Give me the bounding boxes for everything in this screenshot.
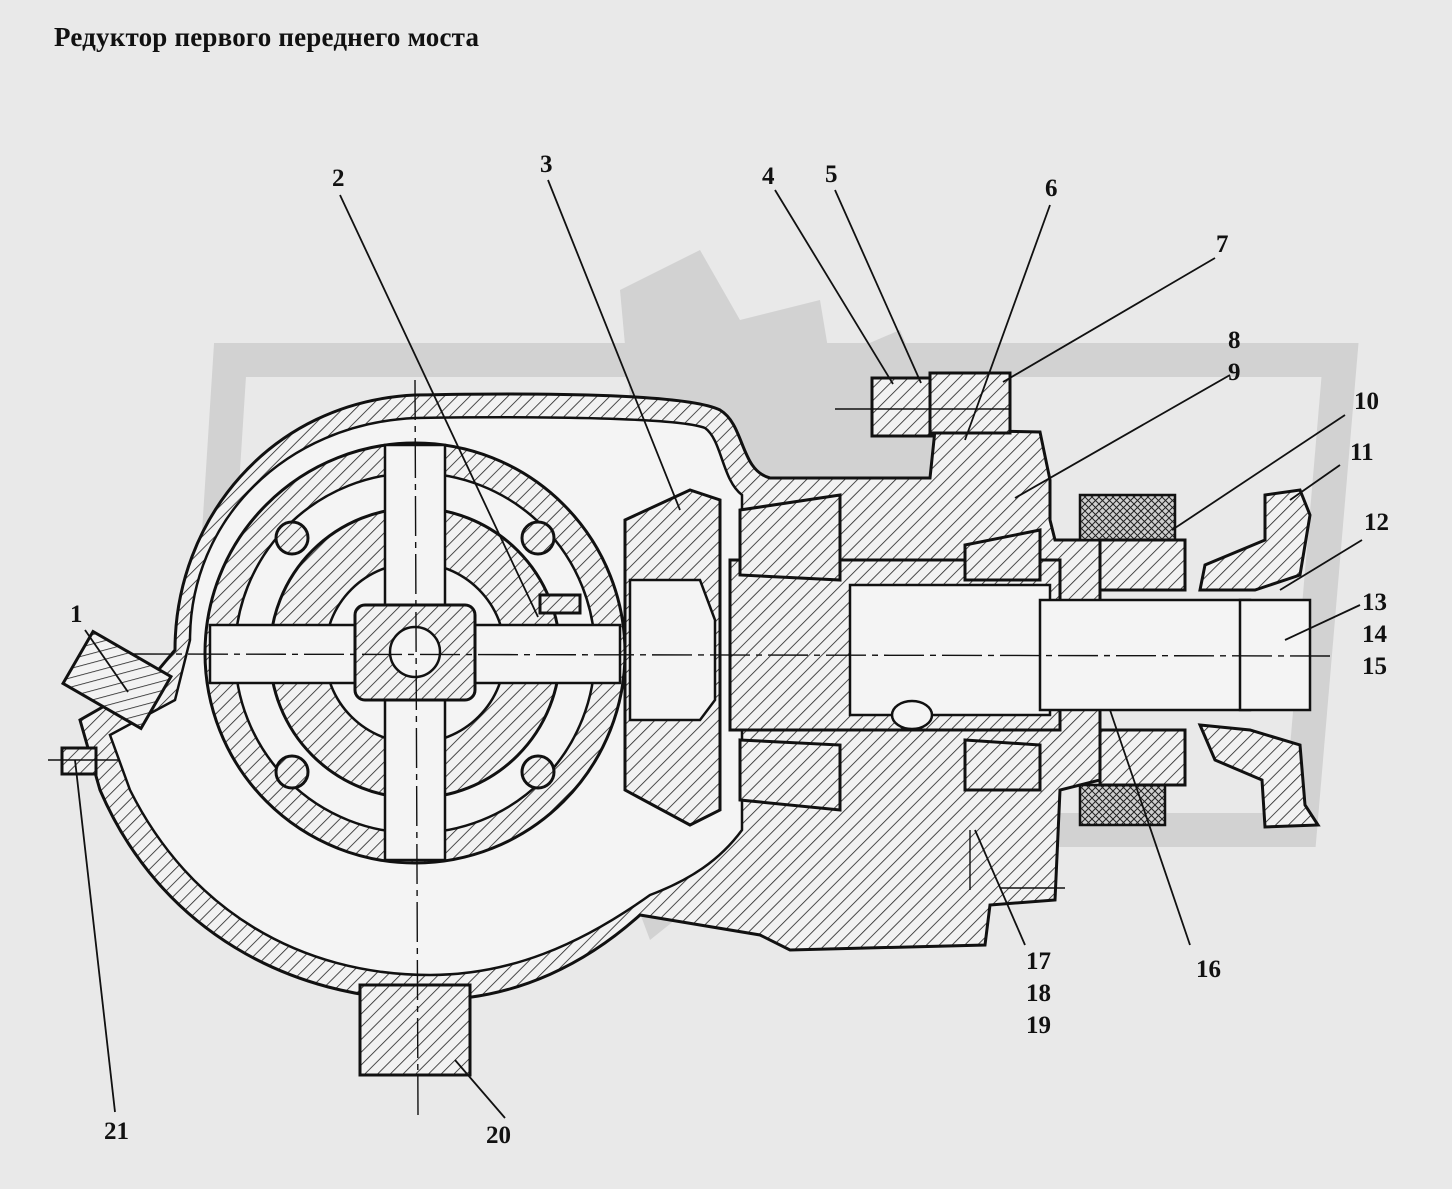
seal-assembly (1078, 493, 1187, 827)
label-8: 8 (1228, 327, 1241, 354)
label-10: 10 (1354, 388, 1379, 415)
output-flange (1197, 488, 1321, 829)
label-5: 5 (825, 161, 838, 188)
label-1: 1 (70, 601, 83, 628)
label-4: 4 (762, 163, 775, 190)
pinion-shaft (728, 493, 1252, 812)
center-lines (48, 379, 1331, 1116)
label-2: 2 (332, 165, 345, 192)
label-11: 11 (1350, 439, 1374, 466)
label-6: 6 (1045, 175, 1058, 202)
leader-lines (74, 179, 1363, 1119)
label-20: 20 (486, 1122, 511, 1149)
page-title: Редуктор первого переднего моста (54, 22, 480, 52)
label-19: 19 (1026, 1012, 1051, 1039)
label-18: 18 (1026, 980, 1051, 1007)
label-7: 7 (1216, 231, 1229, 258)
fasteners (60, 371, 1012, 1077)
label-17: 17 (1026, 948, 1051, 975)
label-21: 21 (104, 1118, 129, 1145)
label-14: 14 (1362, 621, 1388, 648)
differential (203, 441, 627, 865)
label-16: 16 (1196, 956, 1221, 983)
label-12: 12 (1364, 509, 1389, 536)
label-15: 15 (1362, 653, 1387, 680)
label-9: 9 (1228, 359, 1241, 386)
crown-gear (623, 488, 722, 827)
part-labels: 1 2 3 4 5 6 7 8 9 10 11 12 13 14 15 16 1… (70, 151, 1389, 1149)
label-13: 13 (1362, 589, 1387, 616)
label-3: 3 (540, 151, 553, 178)
